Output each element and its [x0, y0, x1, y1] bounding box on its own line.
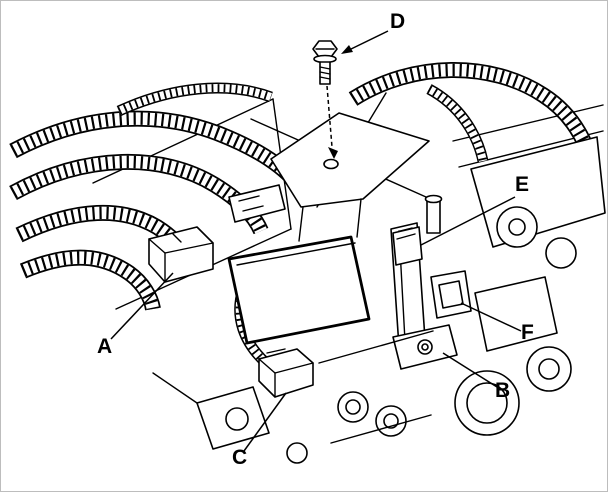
callout-label-c: C	[232, 446, 248, 469]
callout-label-f: F	[521, 321, 534, 344]
leader-a	[110, 272, 174, 340]
mount-bracket-plate	[270, 112, 430, 242]
leader-f	[460, 302, 522, 332]
flange-bolt-d	[312, 40, 338, 159]
leader-b	[442, 352, 498, 388]
insertion-arrow-icon	[328, 147, 338, 159]
harness-bracket	[228, 184, 286, 223]
connector-e	[392, 226, 423, 266]
corrugated-hose	[348, 62, 595, 153]
dipstick-tube	[424, 194, 443, 234]
lower-left-bracket	[152, 372, 308, 464]
callout-label-b: B	[495, 379, 511, 402]
upper-right-hoses	[348, 62, 595, 163]
harness-connector-a	[148, 226, 214, 283]
control-module-box	[227, 235, 371, 345]
callout-label-e: E	[515, 173, 530, 196]
leader-c	[243, 392, 287, 452]
corrugated-hose	[426, 84, 489, 163]
engine-mount-block	[474, 276, 558, 352]
pulley-bosses	[454, 346, 572, 436]
valve-cover	[470, 136, 606, 269]
spark-plug-bosses	[318, 330, 434, 444]
harness-clamp-f	[430, 270, 472, 319]
leader-d	[348, 30, 389, 51]
callout-label-d: D	[390, 10, 406, 33]
connector-c	[258, 348, 314, 398]
callout-label-a: A	[97, 335, 113, 358]
corrugated-hose	[19, 249, 161, 311]
leader-e	[420, 196, 516, 246]
leader-lines	[110, 30, 522, 452]
corrugated-hose	[116, 82, 273, 116]
arrowhead-d-icon	[341, 45, 353, 54]
